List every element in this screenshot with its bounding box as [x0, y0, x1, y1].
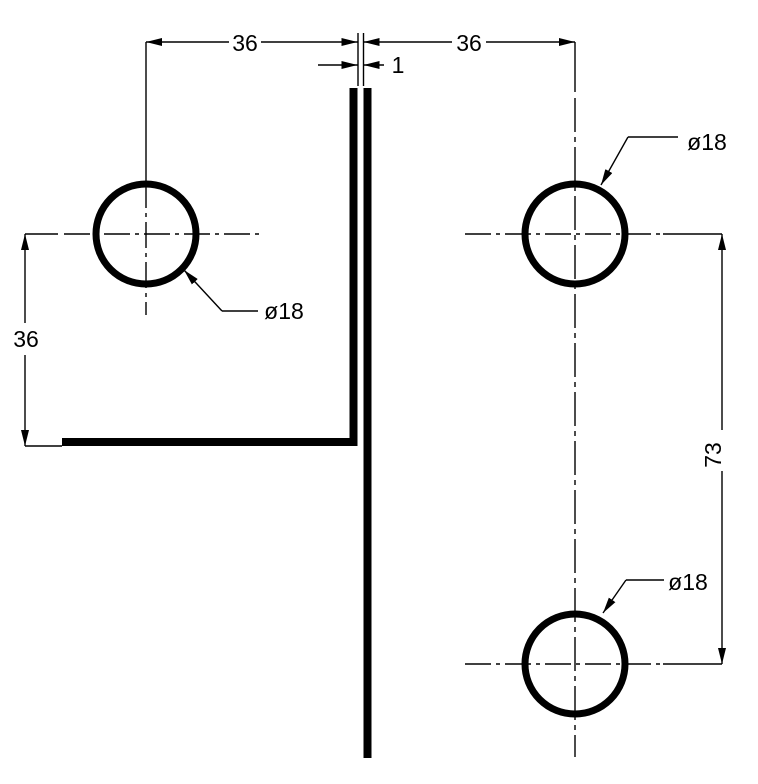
leader-lines: [183, 136, 678, 614]
dimension-labels: 36 36 1 36 73 ø18 ø18 ø18: [13, 30, 727, 595]
dim-label-top-right-width: 36: [456, 30, 482, 56]
leader-top-right-hole-diagonal: [600, 136, 629, 186]
bent-plate-profile: [62, 88, 358, 446]
centerlines: [25, 42, 663, 757]
leader-bottom-right-hole-diagonal: [602, 579, 627, 614]
holes: [92, 180, 629, 718]
dim-label-right-hole-spacing: 73: [700, 442, 726, 468]
dim-label-left-height: 36: [13, 326, 39, 352]
dimension-lines: [21, 33, 726, 665]
leader-left-hole-diagonal: [183, 269, 223, 312]
part-outline: [62, 88, 372, 758]
label-hole-top-right-diameter: ø18: [687, 129, 727, 155]
dim-label-plate-gap: 1: [392, 52, 405, 78]
dim-label-top-left-width: 36: [232, 30, 258, 56]
label-hole-bottom-right-diameter: ø18: [668, 569, 708, 595]
label-hole-left-diameter: ø18: [264, 298, 304, 324]
